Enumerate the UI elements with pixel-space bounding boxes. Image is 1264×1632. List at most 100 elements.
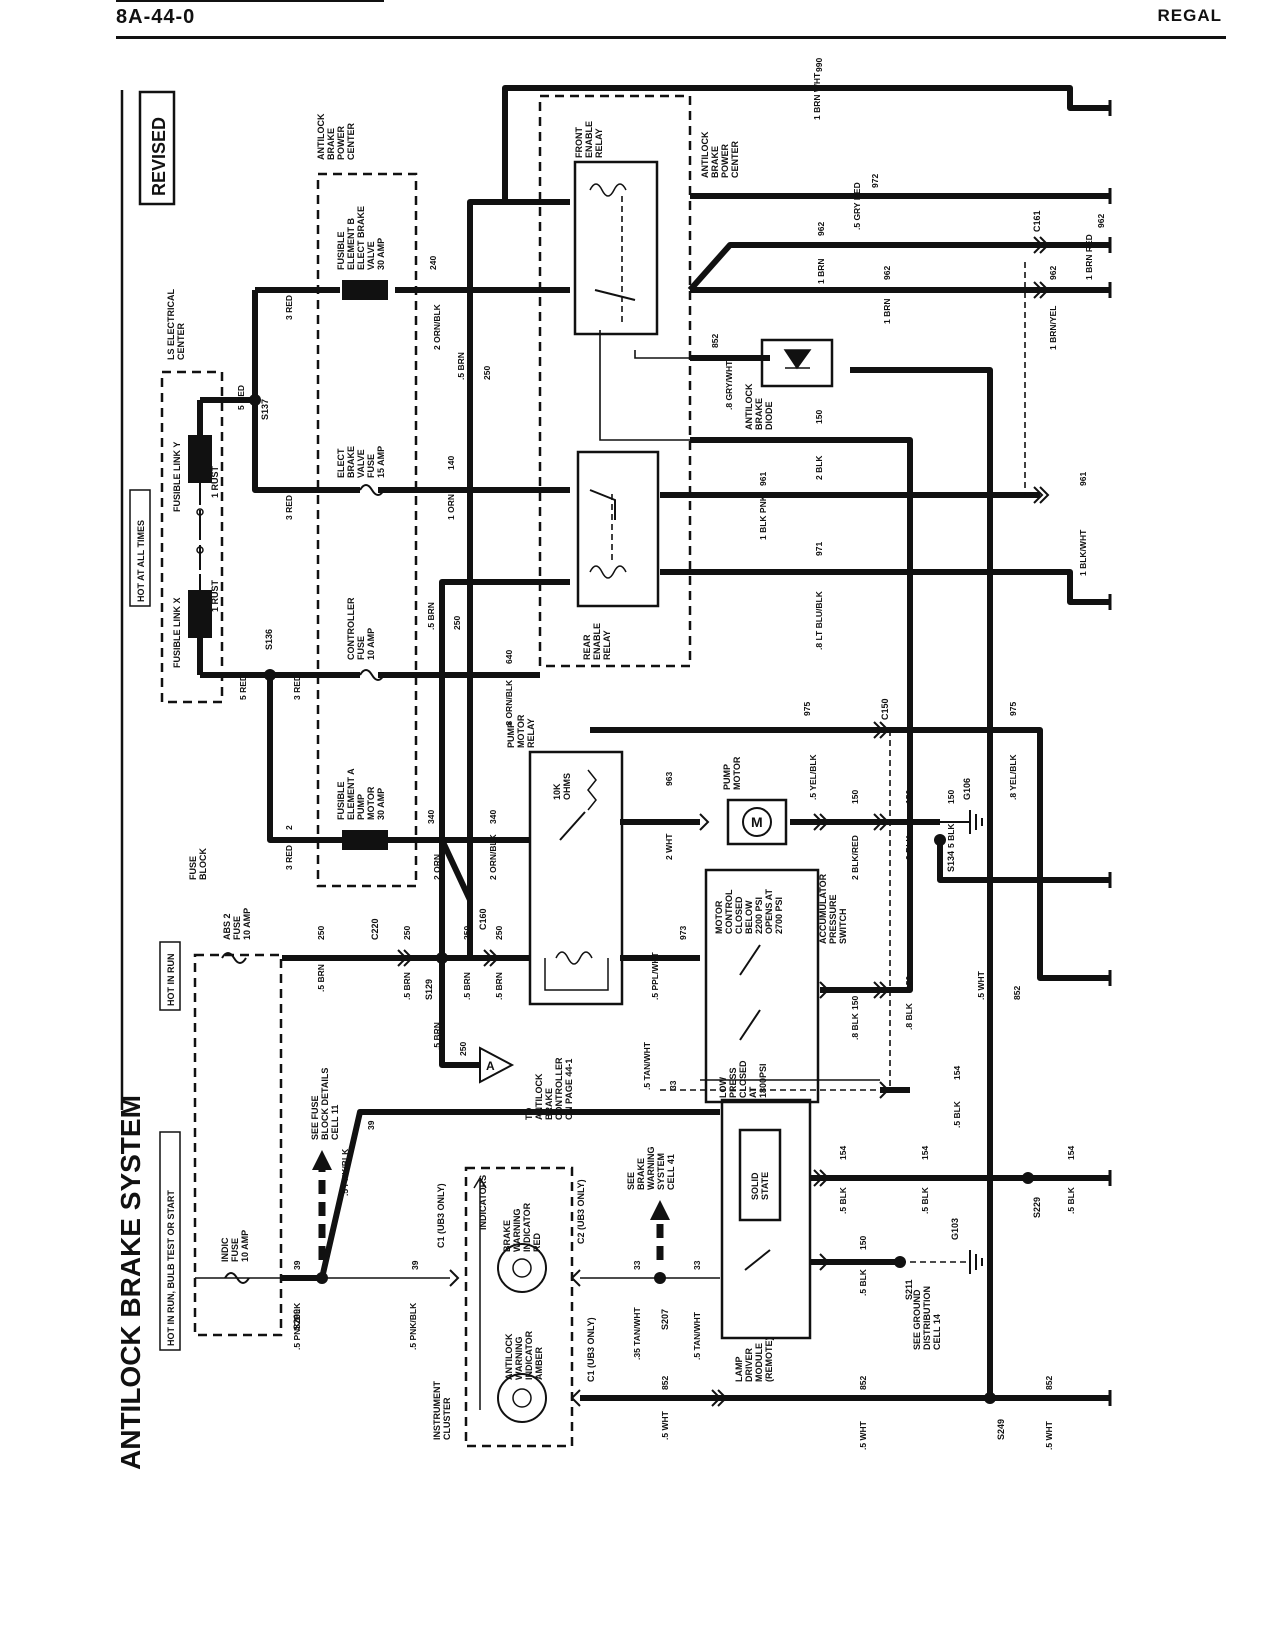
splice-label-S249: S249 <box>996 1419 1006 1440</box>
wire-label-n975b: 975 <box>1008 702 1018 716</box>
wire-label-n150a: 150 <box>850 790 860 804</box>
wire-label-n975a: 975 <box>802 702 812 716</box>
to-controller-label: TOANTILOCKBRAKECONTROLLERON PAGE 44-1 <box>524 1057 574 1120</box>
fuse-block-enclosure <box>193 953 283 1337</box>
wire-label-n150c: 150 <box>946 790 956 804</box>
instrument-cluster-enclosure <box>464 1166 574 1448</box>
pump-motor-circle <box>742 807 772 837</box>
link-x-wire-label: 1 RUST <box>210 579 220 612</box>
wire-label-n150f: 150 <box>858 1236 868 1250</box>
fusible-elements <box>188 280 388 850</box>
wire-label-w_5brn_d: .5 BRN <box>494 972 504 1000</box>
reference-symbols: A <box>312 1046 670 1260</box>
ground-g103-symbol <box>969 1250 983 1274</box>
abs2-fuse-symbol <box>221 952 247 964</box>
wire-label-n250e: 250 <box>458 1042 468 1056</box>
connector-label-3: C161 <box>1032 210 1042 232</box>
wire-label-w_5blk_d: .5 BLK <box>920 1186 930 1214</box>
page-header: 8A-44-0 REGAL <box>0 0 1264 48</box>
revised-box <box>138 90 176 206</box>
conn-c150-g <box>873 813 890 831</box>
wire-label-n154c: 154 <box>920 1146 930 1160</box>
power-center-label-right: ANTILOCKBRAKEPOWERCENTER <box>700 131 740 178</box>
wire-label-w_5wht_c: .5 WHT <box>1044 1420 1054 1450</box>
wire-label-w_8blk_a: .8 BLK <box>850 1012 860 1040</box>
indicators-arrow <box>473 1176 487 1410</box>
brake-warning-lamp-inner <box>512 1258 532 1278</box>
controller-fuse-label: CONTROLLERFUSE10 AMP <box>346 597 376 660</box>
switch-contacts <box>739 944 761 1041</box>
fusible-a-symbol <box>342 830 388 850</box>
wire-label-w_5brn_f: .5 BRN <box>456 352 466 380</box>
pump-motor-label: PUMPMOTOR <box>722 756 742 790</box>
front-enable-relay-box <box>573 160 659 336</box>
conn-c150-d <box>873 981 890 999</box>
wire-relay-6 <box>599 330 690 441</box>
front-relay-coil <box>589 183 627 197</box>
wire-label-w_1brnyel: 1 BRN/YEL <box>1048 306 1058 350</box>
accumulator-switch-label: ACCUMULATORPRESSURESWITCH <box>818 873 848 944</box>
wire-label-n971: 971 <box>814 542 824 556</box>
splice-s211 <box>894 1256 906 1268</box>
splice-s136 <box>264 669 276 681</box>
wire-label-n852c: 852 <box>1044 1376 1054 1390</box>
splice-s129 <box>436 952 448 964</box>
conn-switch-a <box>819 981 830 999</box>
wire-label-w_1blkpnk: 1 BLK PNK <box>758 494 768 540</box>
wire-label-n150e: 150 <box>850 996 860 1010</box>
title-block: ANTILOCK BRAKE SYSTEM REVISED <box>115 90 176 1470</box>
wire-label-w_8ornblk: .8 ORN/BLK <box>504 679 514 728</box>
label-box-hot-all <box>129 489 151 607</box>
conn-lamp-d <box>819 1253 830 1271</box>
wire-label-w_5red_b: 5 RED <box>236 385 246 410</box>
lamp-driver-label: LAMPDRIVERMODULE(REMOTE) <box>734 1338 774 1383</box>
wire-label-w_5tanwht_a: .5 TAN/WHT <box>642 1041 652 1090</box>
wire-label-n340b: 340 <box>488 810 498 824</box>
conn-c161-b <box>1033 486 1050 504</box>
wire-label-w_8grywht: .8 GRY/WHT <box>724 360 734 410</box>
wire-label-n33b: 33 <box>632 1260 642 1270</box>
conn-pump-b <box>813 813 830 831</box>
wire-label-w_5pnkblk_a: .5 PNK/BLK <box>292 1302 302 1350</box>
lamp-driver-box <box>720 1098 812 1340</box>
wire-relay-7 <box>634 350 690 359</box>
conn-c150-b <box>879 1081 890 1099</box>
wire-label-w_5gryred: .5 GRY RED <box>852 182 862 230</box>
wire-label-n990: 990 <box>814 58 824 72</box>
lamp-driver-switch <box>744 1249 771 1271</box>
wire-label-n852a: 852 <box>660 1376 670 1390</box>
wire-label-n154b: 154 <box>838 1146 848 1160</box>
wire-label-w_2ornblk2: 2 ORN/BLK <box>432 303 442 350</box>
diode-symbol <box>783 349 812 370</box>
brake-warning-lamp <box>497 1243 547 1293</box>
splice-label-S134: S134 <box>946 851 956 872</box>
wire-label-w_5blk_c: .5 BLK <box>838 1186 848 1214</box>
wire-label-n340a: 340 <box>426 810 436 824</box>
wire-label-n962d: 962 <box>1048 266 1058 280</box>
wire-label-n154a: 154 <box>952 1066 962 1080</box>
fusible-link-y-label: FUSIBLE LINK Y <box>172 442 182 512</box>
wire-label-n33c: 33 <box>692 1260 702 1270</box>
connector-label-6: C1 (UB3 ONLY) <box>586 1317 596 1382</box>
pump-motor-relay-label: PUMPMOTORRELAY <box>506 714 536 748</box>
rear-relay-coil <box>589 565 627 579</box>
indicators-label: INDICATORS <box>478 1175 488 1230</box>
wire-label-n852b: 852 <box>858 1376 868 1390</box>
conn-c150-c <box>873 721 890 739</box>
pump-motor-symbol: M <box>751 814 763 830</box>
wire-label-n852e: 852 <box>710 334 720 348</box>
link-node-2 <box>196 508 204 516</box>
connector-label-1: C160 <box>478 908 488 930</box>
wire-label-w_3red_c: 3 RED <box>284 495 294 520</box>
wire-label-w_1brn_b: 1 BRN <box>882 298 892 324</box>
wire-150-s134-out <box>937 840 1110 883</box>
wire-852-diode <box>850 367 993 1398</box>
wire-label-w_8ltblublk: .8 LT BLU/BLK <box>814 590 824 650</box>
dashed-wires <box>611 196 1026 1263</box>
conn-c220-c <box>711 1389 728 1407</box>
wire-label-w_1brnwht: 1 BRN WHT <box>812 72 822 120</box>
connector-label-2: C150 <box>880 698 890 720</box>
ground-g106-symbol <box>969 810 983 834</box>
fusible-link-y-symbol <box>188 435 212 483</box>
